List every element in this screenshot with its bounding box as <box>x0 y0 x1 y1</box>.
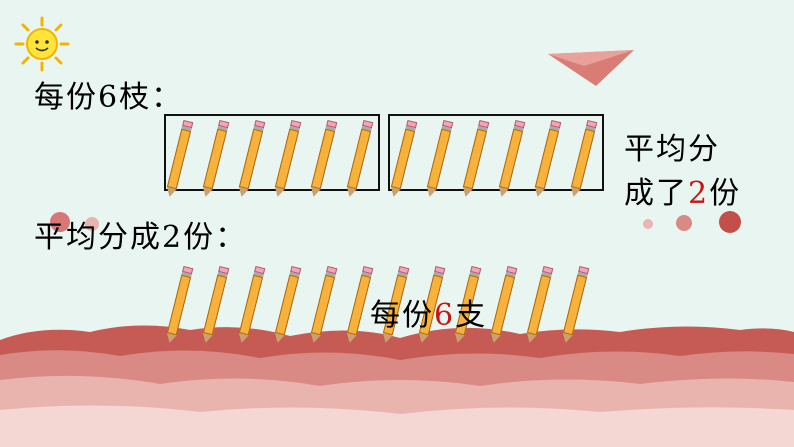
caption-each-share: 每份6支 <box>370 290 487 334</box>
caption-unit: 支 <box>455 298 488 333</box>
pencil-icon <box>488 265 518 345</box>
pencil-icon <box>560 265 590 345</box>
side-note: 平均分 成了2份 <box>624 128 741 216</box>
pencil-icon <box>524 265 554 345</box>
side-note-number: 2 <box>688 176 710 211</box>
pencil-icon <box>344 119 374 199</box>
heading-each-share: 每份6枝： <box>34 80 184 115</box>
sun-icon <box>14 16 70 72</box>
paper-plane-icon <box>548 50 634 86</box>
side-note-line1: 平均分 <box>624 132 720 167</box>
red-hills-decoration <box>0 325 794 447</box>
caption-text: 每份 <box>370 298 434 333</box>
pencil-icon <box>568 119 598 199</box>
side-note-line2: 成了2份 <box>624 172 741 216</box>
pencil-icon <box>308 265 338 345</box>
pencil-group-box-right <box>388 114 604 191</box>
pencil-icon <box>424 119 454 199</box>
pencil-icon <box>532 119 562 199</box>
pencil-row-grouped <box>164 119 602 199</box>
pencil-icon <box>272 119 302 199</box>
heading-divide-equally: 平均分成2份： <box>34 220 248 255</box>
pencil-icon <box>236 119 266 199</box>
pencil-icon <box>272 265 302 345</box>
pencil-icon <box>344 265 374 345</box>
caption-number: 6 <box>434 298 456 333</box>
pencil-icon <box>200 265 230 345</box>
pencil-icon <box>496 119 526 199</box>
decorative-dots <box>50 211 741 233</box>
pencil-icon <box>460 119 490 199</box>
side-note-text: 成了 <box>624 176 688 211</box>
pencil-icon <box>388 119 418 199</box>
side-note-unit: 份 <box>709 176 742 211</box>
pencil-group-box-left <box>164 114 380 191</box>
pencil-icon <box>236 265 266 345</box>
pencil-icon <box>308 119 338 199</box>
pencil-icon <box>200 119 230 199</box>
